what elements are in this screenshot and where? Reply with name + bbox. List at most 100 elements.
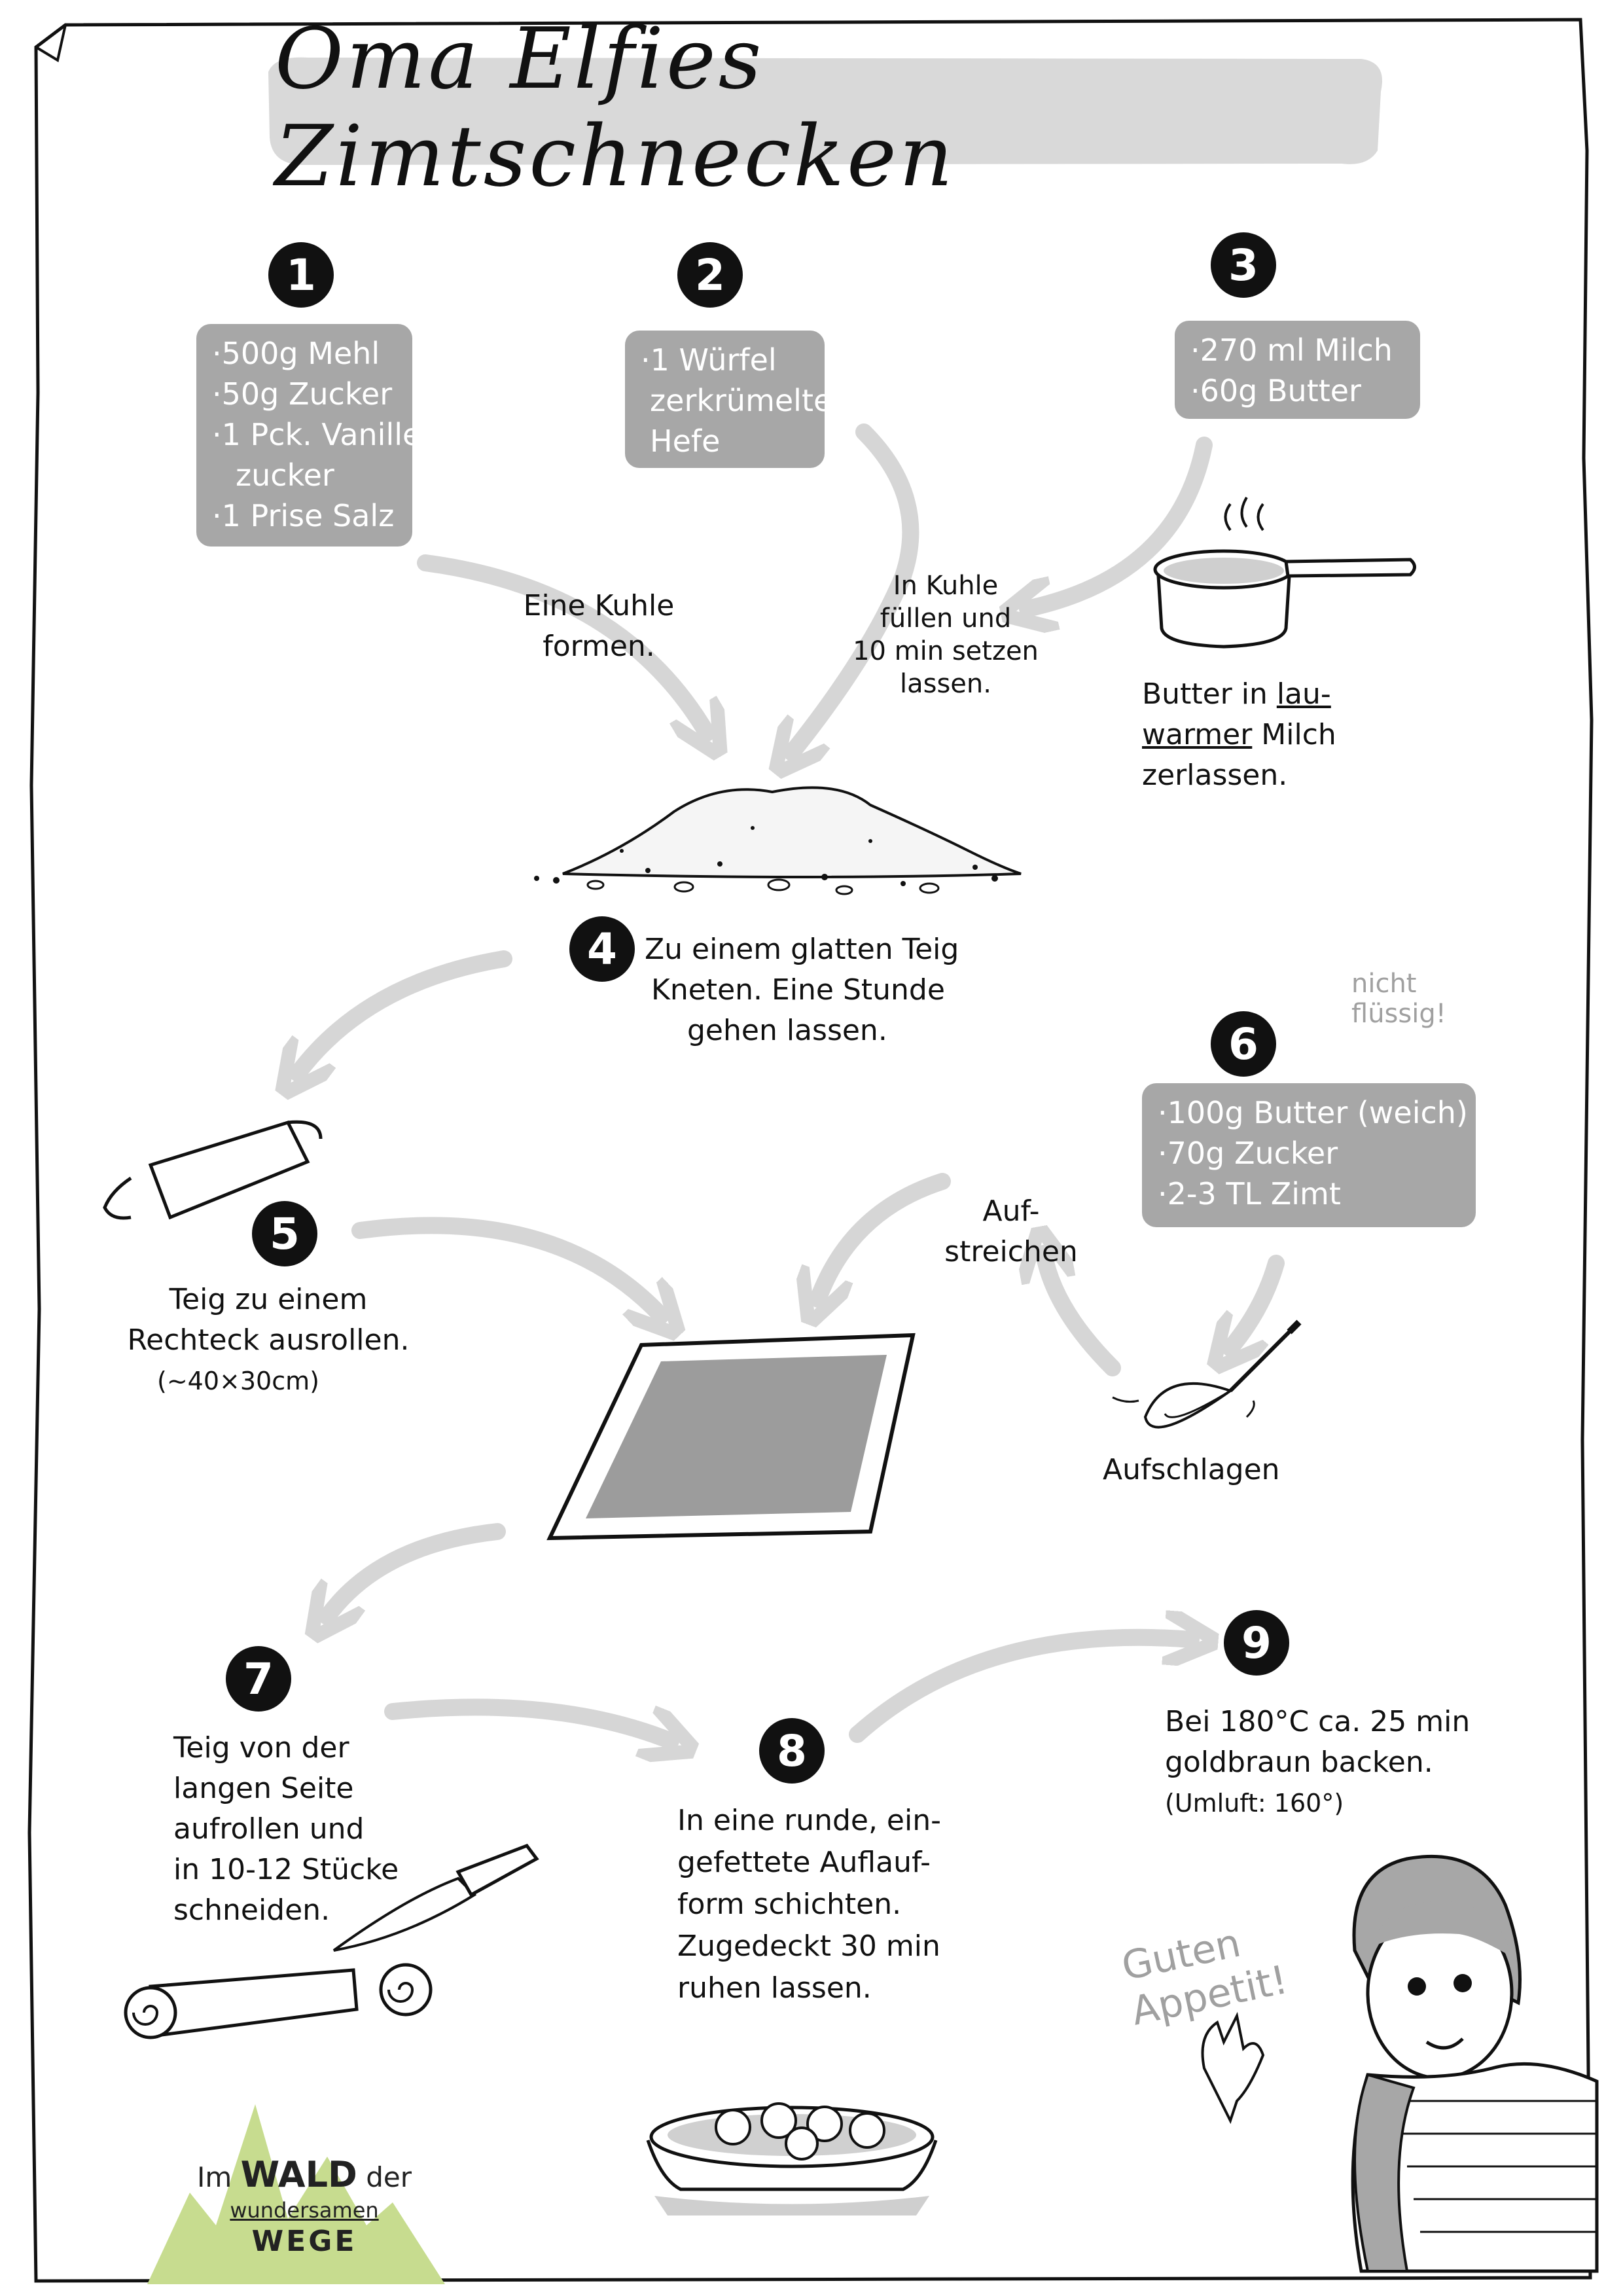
step-3-text-part: zerlassen. [1142, 759, 1288, 792]
label-kuhle-fuellen: In Kuhle füllen und 10 min setzen lassen… [841, 569, 1050, 700]
ingredient-line: Hefe [650, 423, 721, 459]
knife-and-roll-icon [124, 1843, 539, 2039]
arrow-1-to-dough [417, 554, 707, 733]
text-line: formen. [543, 630, 655, 663]
text-line: Teig von der [173, 1731, 349, 1765]
step-3-text-underlined: warmer [1142, 718, 1253, 751]
title-banner [268, 57, 1382, 165]
ingredients-step-6: ·100g Butter (weich) ·70g Zucker ·2-3 TL… [1142, 1083, 1476, 1227]
ingredient-line: ·1 Pck. Vanille- [212, 417, 432, 452]
text-line: Zugedeckt 30 min [677, 1929, 940, 1963]
step-number-4: 4 [569, 916, 635, 982]
ingredient-line: ·100g Butter (weich) [1158, 1095, 1468, 1130]
text-line: gefettete Auflauf- [677, 1846, 931, 1879]
step-3-text-part: Milch [1252, 718, 1336, 751]
ingredient-line: ·2-3 TL Zimt [1158, 1176, 1341, 1211]
text-line: (~40×30cm) [157, 1367, 319, 1395]
arrow-sheet-to-7 [327, 1523, 506, 1617]
ingredients-step-3: ·270 ml Milch ·60g Butter [1175, 321, 1420, 419]
arrow-4-to-5 [298, 950, 512, 1073]
rolling-pin-icon [103, 1120, 323, 1220]
logo-text-im: Im [197, 2161, 241, 2193]
label-kuhle-formen: Eine Kuhle formen. [510, 586, 687, 667]
text-line: In eine runde, ein- [677, 1804, 941, 1837]
step-4-text: Zu einem glatten Teig Kneten. Eine Stund… [645, 929, 959, 1051]
text-line: form schichten. [677, 1888, 902, 1921]
text-line: gehen lassen. [687, 1014, 887, 1047]
step-3-text: Butter in lau- warmer Milch zerlassen. [1142, 674, 1336, 796]
text-line: goldbraun backen. [1165, 1746, 1433, 1779]
arrow-6-to-whisk [1230, 1255, 1285, 1348]
text-line: Rechteck ausrollen. [127, 1323, 410, 1357]
ingredients-step-2: ·1 Würfel zerkrümelte Hefe [625, 331, 832, 468]
text-line: Teig zu einem [169, 1283, 368, 1316]
step-number-1: 1 [268, 242, 334, 308]
ingredient-line: ·50g Zucker [212, 376, 393, 412]
arrow-8-to-9 [849, 1638, 1191, 1743]
step-3-text-underlined: lau- [1276, 677, 1331, 711]
page-corner-fold [35, 24, 67, 63]
arrow-3-to-dough [1027, 437, 1213, 609]
logo-text-wundersamen: wundersamen [230, 2198, 379, 2223]
ingredient-line: zerkrümelte [650, 383, 832, 418]
step-number-6: 6 [1211, 1011, 1276, 1077]
text-line: Bei 180°C ca. 25 min [1165, 1705, 1471, 1738]
arrow-6-to-sheet [818, 1173, 951, 1299]
logo-text-wald: WALD [240, 2154, 357, 2195]
logo: Im WALD der wundersamen WEGE [196, 2157, 412, 2259]
text-line: Auf- [982, 1194, 1040, 1228]
ingredient-line: zucker [236, 457, 334, 493]
step-number-5: 5 [252, 1201, 317, 1266]
ingredient-line: ·70g Zucker [1158, 1136, 1338, 1171]
text-line: füllen und [880, 603, 1012, 634]
arrow-2-to-dough [792, 423, 919, 753]
logo-text-der: der [357, 2161, 412, 2193]
text-line: streichen [944, 1235, 1078, 1268]
grandma-illustration [1201, 1854, 1599, 2273]
ingredient-line: ·500g Mehl [212, 336, 380, 371]
logo-mountains [147, 2104, 445, 2284]
ingredient-line: ·1 Würfel [641, 342, 777, 378]
saucepan-icon [1153, 496, 1416, 649]
text-line: aufrollen und [173, 1812, 365, 1846]
text-line: 10 min setzen [853, 636, 1039, 666]
step-6-note: nicht flüssig! [1351, 969, 1446, 1029]
note-line: nicht [1351, 969, 1417, 999]
ingredient-line: ·270 ml Milch [1190, 332, 1393, 368]
dough-sheet-icon [546, 1333, 916, 1541]
step-number-8: 8 [759, 1718, 825, 1784]
text-line: in 10-12 Stücke [173, 1853, 399, 1886]
page-border [27, 18, 1594, 2283]
text-line: Kneten. Eine Stunde [651, 973, 945, 1007]
text-line: Zu einem glatten Teig [645, 933, 959, 966]
ingredient-line: ·1 Prise Salz [212, 498, 395, 533]
arrow-5-to-sheet [351, 1217, 661, 1316]
step-number-9: 9 [1224, 1610, 1289, 1676]
step-number-7: 7 [226, 1646, 291, 1712]
ingredient-line: ·60g Butter [1190, 373, 1361, 408]
step-number-2: 2 [677, 242, 743, 308]
ingredients-step-1: ·500g Mehl ·50g Zucker ·1 Pck. Vanille- … [196, 324, 432, 547]
note-line: flüssig! [1351, 999, 1446, 1029]
step-8-text: In eine runde, ein- gefettete Auflauf- f… [677, 1800, 941, 2009]
step-number-3: 3 [1211, 232, 1276, 298]
text-line: lassen. [900, 669, 991, 699]
label-aufstreichen: Auf- streichen [933, 1191, 1090, 1272]
text-line: In Kuhle [893, 571, 999, 601]
step-3-text-part: Butter in [1142, 677, 1277, 711]
step-9-text: Bei 180°C ca. 25 min goldbraun backen. (… [1165, 1702, 1470, 1823]
text-line: langen Seite [173, 1772, 354, 1805]
dough-pile-icon [534, 786, 1022, 895]
label-aufschlagen: Aufschlagen [1103, 1453, 1280, 1486]
baking-dish-icon [646, 2102, 938, 2215]
step-5-text: Teig zu einem Rechteck ausrollen. (~40×3… [118, 1280, 419, 1401]
text-line: Eine Kuhle [523, 589, 675, 622]
whisk-icon [1112, 1319, 1302, 1429]
arrow-whisk-up [1044, 1253, 1121, 1376]
step-7-text: Teig von der langen Seite aufrollen und … [173, 1728, 399, 1931]
arrow-7-to-8 [384, 1698, 671, 1741]
page-title: Oma Elfies Zimtschnecken [275, 10, 956, 206]
text-line: ruhen lassen. [677, 1971, 872, 2005]
logo-text-wege: WEGE [251, 2225, 357, 2258]
